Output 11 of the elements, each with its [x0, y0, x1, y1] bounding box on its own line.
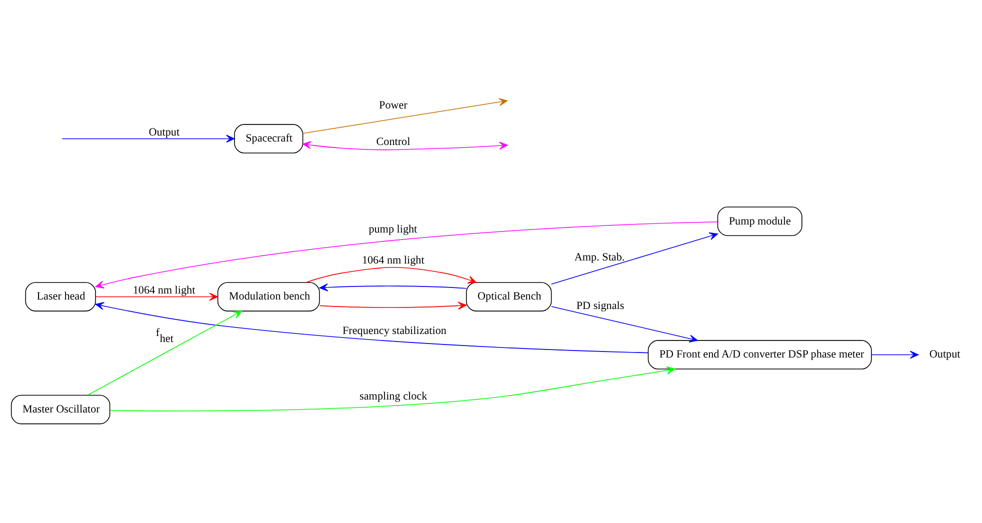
edge-label: sampling clock [360, 390, 428, 402]
edge-label: 1064 nm light [132, 284, 196, 297]
edge-label: pump light [368, 224, 418, 236]
edge-label: Control [376, 136, 410, 148]
edge-label: PD signals [576, 300, 624, 312]
edge-label: Frequency stabilization [342, 325, 446, 338]
node-text: Output [929, 348, 960, 361]
edge-label: 1064 nm light [362, 254, 424, 267]
edge-label: Amp. Stab. [574, 251, 625, 264]
edge-label: Output [148, 126, 180, 139]
edge-label: Power [379, 100, 408, 112]
